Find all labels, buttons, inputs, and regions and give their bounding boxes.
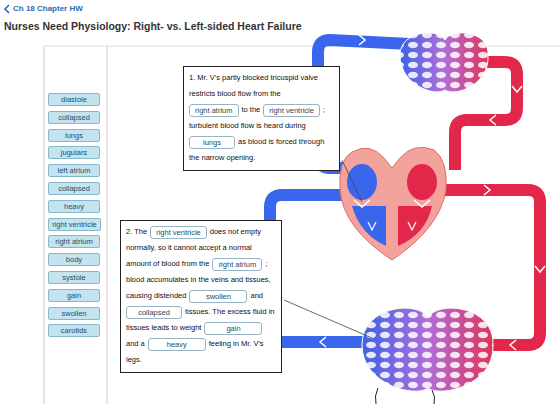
word-bank-chip: heavy	[48, 200, 100, 213]
option-text: diastole	[61, 95, 87, 104]
option-text: right ventricle	[156, 228, 201, 237]
option-text: heavy	[167, 340, 187, 349]
answer-blank: swollen	[189, 290, 247, 303]
callout-text: and a	[126, 339, 145, 348]
option-text: collapsed	[58, 113, 90, 122]
option-text: right ventricle	[52, 220, 97, 229]
option-text: jugulars	[61, 148, 87, 157]
option-text: right atrium	[195, 106, 233, 115]
answer-blank: lungs	[189, 136, 235, 149]
option-text: swollen	[206, 292, 231, 301]
option-text: gain	[226, 324, 240, 333]
option-text: collapsed	[138, 308, 170, 317]
word-bank-chip: jugulars	[48, 146, 100, 159]
option-text: gain	[67, 291, 81, 300]
word-bank-chip: right ventricle	[48, 218, 101, 231]
option-text: collapsed	[58, 184, 90, 193]
callout-text: turbulent blood flow is heard during	[189, 121, 306, 130]
option-text: right atrium	[55, 237, 93, 246]
breadcrumb-link: Ch 18 Chapter HW	[13, 4, 83, 13]
word-bank-chip: right atrium	[48, 235, 100, 248]
option-text: left atrium	[58, 166, 91, 175]
option-text: right atrium	[219, 260, 257, 269]
option-text: lungs	[203, 138, 221, 147]
callout-text: to the	[242, 105, 261, 114]
word-bank-chip: diastole	[48, 93, 100, 106]
callout-text: 1. Mr. V's partly blocked tricuspid valv…	[189, 73, 318, 98]
callout-box: 1. Mr. V's partly blocked tricuspid valv…	[183, 66, 340, 171]
answer-blank: heavy	[148, 338, 206, 351]
option-text: lungs	[65, 131, 83, 140]
answer-blank: right ventricle	[150, 226, 207, 239]
word-bank-chip: collapsed	[48, 111, 100, 124]
option-text: heavy	[64, 202, 84, 211]
word-bank-chip: swollen	[48, 307, 100, 320]
word-bank-chip: systole	[48, 271, 100, 284]
option-text: body	[66, 255, 82, 264]
word-bank-chip: collapsed	[48, 182, 100, 195]
callout-text: ;	[323, 105, 325, 114]
word-bank-chip: lungs	[48, 129, 100, 142]
callout-text: ;	[265, 259, 267, 268]
callout-box: 2. Theright ventricledoes not empty norm…	[120, 220, 282, 373]
option-text: carotids	[61, 326, 87, 335]
answer-blank: gain	[204, 322, 262, 335]
word-bank-chip: body	[48, 253, 100, 266]
answer-blank: right ventricle	[263, 104, 320, 117]
callout-text: and	[250, 291, 263, 300]
option-text: right ventricle	[269, 106, 314, 115]
word-bank-chip: left atrium	[48, 164, 100, 177]
callout-text: 2. The	[126, 227, 147, 236]
answer-blank: right atrium	[212, 258, 262, 271]
word-bank-chip: carotids	[48, 324, 100, 337]
page-title: Nurses Need Physiology: Right- vs. Left-…	[4, 20, 302, 32]
answer-blank: right atrium	[189, 104, 239, 117]
answer-blank: collapsed	[126, 306, 182, 319]
word-bank-chip: gain	[48, 289, 100, 302]
option-text: systole	[62, 273, 85, 282]
option-text: swollen	[61, 309, 86, 318]
